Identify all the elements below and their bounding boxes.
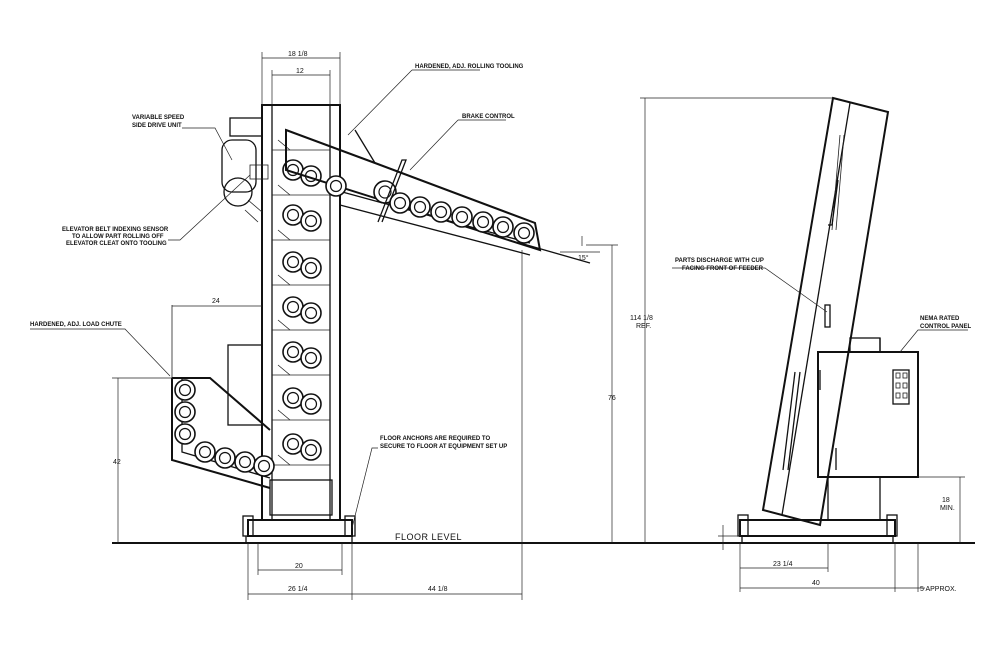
label-sensor-1: ELEVATOR BELT INDEXING SENSOR: [62, 227, 169, 233]
side-view: [737, 96, 919, 543]
label-variable-speed-1: VARIABLE SPEED: [132, 115, 185, 121]
label-load-chute: HARDENED, ADJ. LOAD CHUTE: [30, 322, 122, 328]
drive-unit: [221, 117, 269, 223]
dim-panel-height-1: 18: [942, 497, 950, 504]
dim-chute-height: 42: [113, 459, 121, 466]
dim-discharge-height: 76: [608, 395, 616, 402]
label-discharge-1: PARTS DISCHARGE WITH CUP: [675, 258, 764, 264]
dim-discharge-reach: 44 1/8: [428, 586, 448, 593]
dim-inner-width: 12: [296, 68, 304, 75]
dim-base-inner: 20: [295, 563, 303, 570]
dim-side-base: 23 1/4: [773, 561, 793, 568]
elevator-cleats: [272, 139, 330, 466]
floor-level-label: FLOOR LEVEL: [395, 532, 462, 542]
label-hardened-tooling: HARDENED, ADJ. ROLLING TOOLING: [415, 64, 524, 70]
dim-top-width: 18 1/8: [288, 51, 308, 58]
control-panel-buttons: [892, 369, 910, 405]
side-dimensions: 114 1/8 REF. 23 1/4 40 5 APPROX. 18 MIN.: [630, 97, 965, 593]
dim-chute-width: 24: [212, 298, 220, 305]
dim-base-outer: 26 1/4: [288, 586, 308, 593]
discharge-tooling: [285, 128, 591, 264]
elevator-parts: [282, 159, 322, 461]
label-nema-1: NEMA RATED: [920, 316, 960, 322]
dim-overall-height-2: REF.: [636, 323, 651, 330]
side-callouts: PARTS DISCHARGE WITH CUP FACING FRONT OF…: [672, 258, 971, 353]
label-anchors-2: SECURE TO FLOOR AT EQUIPMENT SET UP: [380, 444, 507, 450]
dim-panel-height-2: MIN.: [940, 505, 955, 512]
load-chute: [171, 305, 275, 489]
floor-line: FLOOR LEVEL: [112, 532, 975, 544]
label-discharge-2: FACING FRONT OF FEEDER: [682, 266, 764, 272]
front-callouts: HARDENED, ADJ. ROLLING TOOLING VARIABLE …: [30, 64, 524, 529]
label-anchors-1: FLOOR ANCHORS ARE REQUIRED TO: [380, 436, 490, 442]
label-nema-2: CONTROL PANEL: [920, 324, 971, 330]
label-sensor-2: TO ALLOW PART ROLLING OFF: [72, 234, 164, 240]
dim-approx: 5 APPROX.: [920, 586, 957, 593]
label-sensor-3: ELEVATOR CLEAT ONTO TOOLING: [66, 241, 167, 247]
label-brake-control: BRAKE CONTROL: [462, 114, 515, 120]
label-variable-speed-2: SIDE DRIVE UNIT: [132, 123, 182, 129]
dim-side-total: 40: [812, 580, 820, 587]
dim-angle: 15°: [578, 254, 589, 262]
front-dimensions: 18 1/8 12 24 42 76 15° 20 26 1/4 44 1/: [112, 51, 618, 600]
dim-overall-height-1: 114 1/8: [630, 315, 653, 322]
elevator-front-view: [242, 104, 356, 543]
